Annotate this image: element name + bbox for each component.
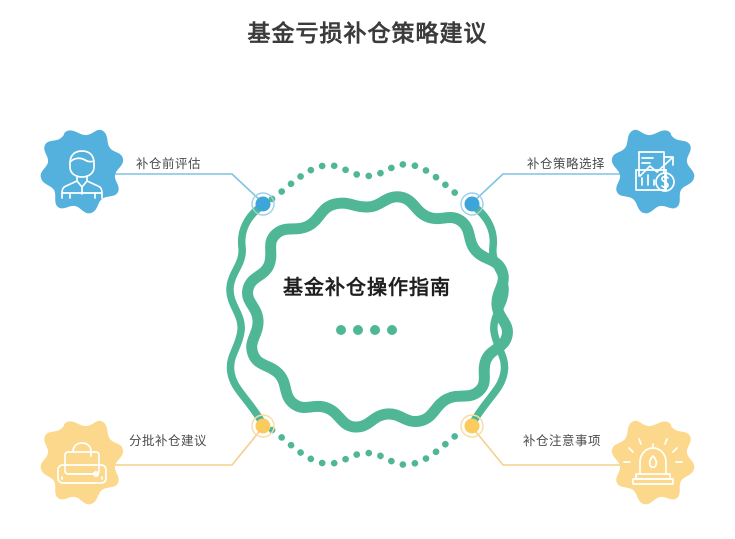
badge-bottom-right[interactable] [611, 420, 695, 505]
connector-bottom-right [471, 426, 632, 466]
node-marker-top-left[interactable] [251, 192, 275, 216]
businessman-icon [61, 150, 103, 199]
branch-label-batch-advice: 分批补仓建议 [129, 434, 208, 448]
center-title: 基金补仓操作指南 [283, 277, 451, 299]
badge-top-left[interactable] [40, 129, 124, 214]
page-title: 基金亏损补仓策略建议 [247, 20, 488, 46]
briefcase-icon [57, 442, 107, 484]
outer-ring-left-arc [226, 201, 267, 428]
badge-bottom-left[interactable] [40, 420, 124, 505]
center-dot-row [336, 325, 397, 335]
branch-label-strategy-selection: 补仓策略选择 [527, 157, 606, 171]
node-marker-bottom-left[interactable] [251, 414, 275, 438]
growth-chart-dollar-icon [635, 151, 675, 192]
node-marker-bottom-right[interactable] [460, 414, 484, 438]
branch-label-pre-evaluation: 补仓前评估 [136, 157, 202, 171]
connector-top-right [471, 173, 632, 204]
branch-label-cautions: 补仓注意事项 [523, 434, 602, 448]
center-wavy-ring [242, 191, 513, 433]
badge-top-right[interactable] [611, 129, 695, 214]
alarm-siren-icon [623, 438, 683, 485]
connector-top-left [103, 173, 264, 204]
connector-bottom-left [103, 426, 264, 466]
outer-ring-bottom-dotted [268, 426, 467, 468]
outer-ring-top-dotted [268, 161, 467, 203]
node-marker-top-right[interactable] [460, 192, 484, 216]
